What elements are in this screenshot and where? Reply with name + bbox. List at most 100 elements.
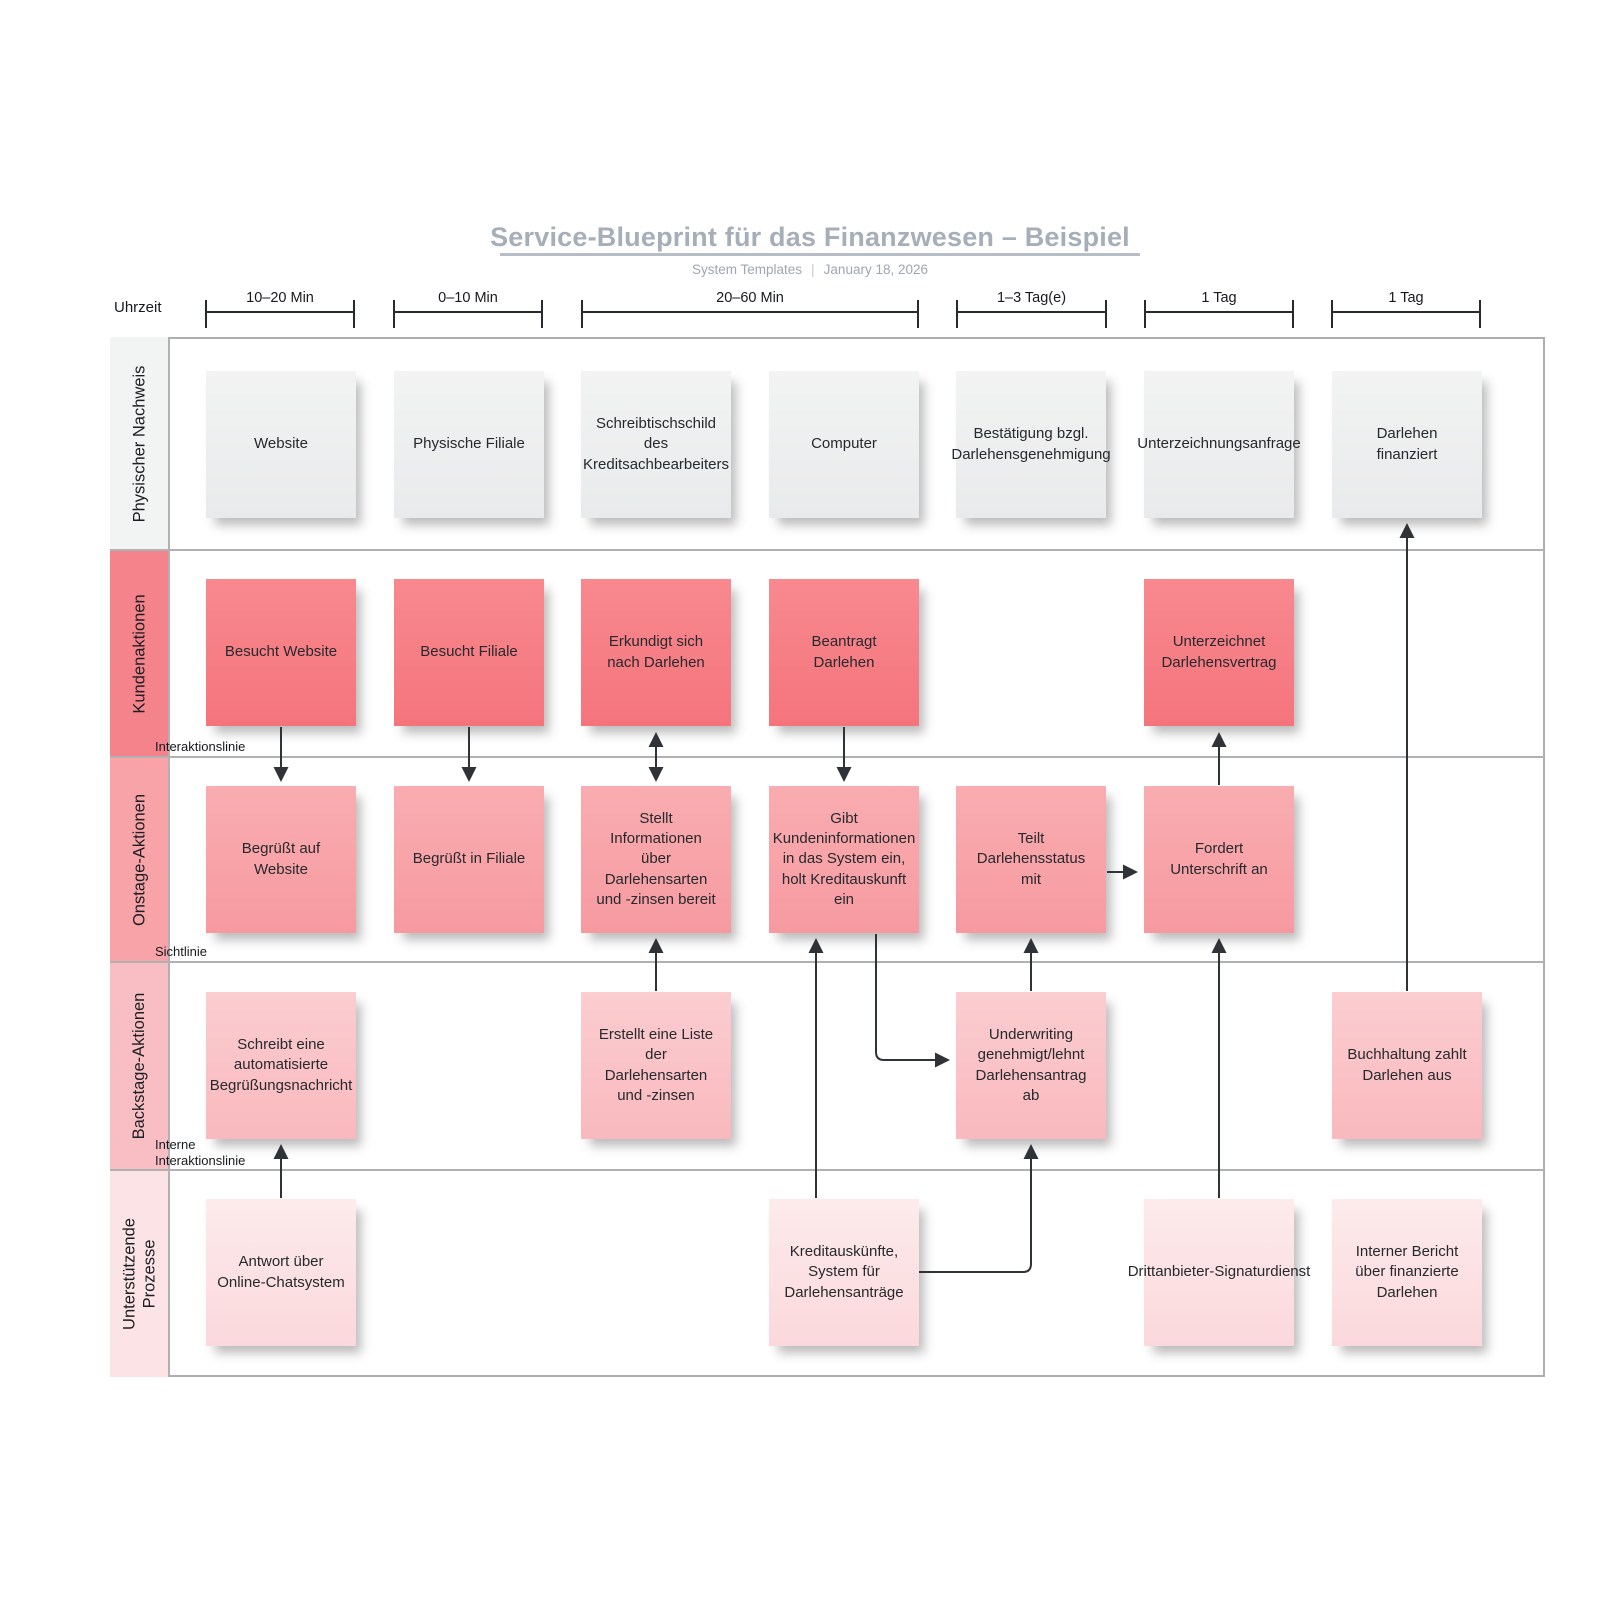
card-text: Schreibtischschild des Kreditsachbearbei… <box>583 414 729 473</box>
card-text: Underwriting genehmigt/lehnt Darlehensan… <box>975 1025 1087 1104</box>
card-darlehen-finanziert[interactable]: Darlehen finanziert <box>1332 371 1482 518</box>
lane-divider-interaction <box>110 549 1545 551</box>
card-fordert-unterschrift[interactable]: Fordert Unterschrift an <box>1144 786 1294 933</box>
card-text: Erkundigt sich nach Darlehen <box>607 633 705 671</box>
subtitle-date: January 18, 2026 <box>823 262 929 277</box>
lane-divider-visibility <box>110 756 1545 758</box>
card-text: Unterzeichnet Darlehensvertrag <box>1161 633 1277 671</box>
card-text: Computer <box>811 435 877 453</box>
bracket-line <box>1144 311 1294 313</box>
bracket-line <box>1331 311 1481 313</box>
bracket-tick <box>1144 300 1146 328</box>
lane-cell-onstage-actions <box>110 757 170 962</box>
visibility-line-label: Sichtlinie <box>155 944 208 959</box>
card-bestaetigung-darlehensgenehmigung[interactable]: Bestätigung bzgl. Darlehensgenehmigung <box>951 371 1111 518</box>
time-bracket-label: 1 Tag <box>1382 290 1430 306</box>
card-text: Stellt Informationen über Darlehensarten… <box>596 809 716 909</box>
card-antwort-chatsystem[interactable]: Antwort über Online-Chatsystem <box>206 1199 356 1346</box>
card-besucht-filiale[interactable]: Besucht Filiale <box>394 579 544 726</box>
bracket-tick <box>393 300 395 328</box>
page-subtitle: System Templates | January 18, 2026 <box>10 261 1600 277</box>
card-text: Drittanbieter-Signaturdienst <box>1127 1263 1311 1281</box>
lane-label-physical-evidence: Physischer Nachweis <box>130 365 149 522</box>
time-bracket-1-tag-b: 1 Tag <box>1331 290 1481 328</box>
card-website[interactable]: Website <box>206 371 356 518</box>
time-bracket-label: 20–60 Min <box>710 290 790 306</box>
time-bracket-1-3-tage: 1–3 Tag(e) <box>956 290 1107 328</box>
title-underline <box>500 253 1140 256</box>
card-text: Teilt Darlehensstatus mit <box>976 829 1086 888</box>
bracket-tick <box>581 300 583 328</box>
card-text: Kreditauskünfte, System für Darlehensant… <box>784 1242 904 1301</box>
time-bracket-label: 0–10 Min <box>432 290 504 306</box>
bracket-tick <box>917 300 919 328</box>
card-schreibt-begruessungsnachricht[interactable]: Schreibt eine automatisierte Begrüßungsn… <box>206 992 356 1139</box>
bracket-line <box>205 311 355 313</box>
lane-divider-backstage <box>110 961 1545 963</box>
card-erstellt-liste[interactable]: Erstellt eine Liste der Darlehensarten u… <box>581 992 731 1139</box>
bracket-tick <box>353 300 355 328</box>
card-begruesst-in-filiale[interactable]: Begrüßt in Filiale <box>394 786 544 933</box>
card-unterzeichnungsanfrage[interactable]: Unterzeichnungsanfrage <box>1137 371 1301 518</box>
card-text: Fordert Unterschrift an <box>1170 840 1268 878</box>
bracket-line <box>956 311 1107 313</box>
card-text: Unterzeichnungsanfrage <box>1137 435 1301 453</box>
time-bracket-1-tag-a: 1 Tag <box>1144 290 1294 328</box>
lane-cell-customer-actions <box>110 550 170 757</box>
bracket-tick <box>956 300 958 328</box>
card-interner-bericht[interactable]: Interner Bericht über finanzierte Darleh… <box>1332 1199 1482 1346</box>
card-computer[interactable]: Computer <box>769 371 919 518</box>
lane-cell-support-processes <box>110 1170 170 1377</box>
card-text: Interner Bericht über finanzierte Darleh… <box>1355 1242 1459 1301</box>
card-text: Erstellt eine Liste der Darlehensarten u… <box>598 1025 714 1104</box>
card-schreibtischschild[interactable]: Schreibtischschild des Kreditsachbearbei… <box>581 371 731 518</box>
card-unterzeichnet-darlehensvertrag[interactable]: Unterzeichnet Darlehensvertrag <box>1144 579 1294 726</box>
time-bracket-label: 1–3 Tag(e) <box>990 290 1073 306</box>
card-drittanbieter-signaturdienst[interactable]: Drittanbieter-Signaturdienst <box>1128 1199 1310 1346</box>
bracket-tick <box>541 300 543 328</box>
lane-label-support-processes: Unterstützende Prozesse <box>120 1217 158 1330</box>
card-text: Buchhaltung zahlt Darlehen aus <box>1347 1046 1467 1084</box>
time-bracket-0-10-min: 0–10 Min <box>393 290 543 328</box>
time-bracket-10-20-min: 10–20 Min <box>205 290 355 328</box>
lane-cell-backstage-actions <box>110 962 170 1170</box>
card-text: Besucht Website <box>224 643 338 661</box>
card-text: Beantragt Darlehen <box>811 633 877 671</box>
bracket-tick <box>1292 300 1294 328</box>
bracket-tick <box>1331 300 1333 328</box>
card-text: Website <box>254 435 308 453</box>
card-gibt-kundeninformationen[interactable]: Gibt Kundeninformationen in das System e… <box>769 786 919 933</box>
bracket-line <box>393 311 543 313</box>
time-bracket-label: 1 Tag <box>1195 290 1243 306</box>
time-bracket-20-60-min: 20–60 Min <box>581 290 919 328</box>
card-teilt-darlehensstatus[interactable]: Teilt Darlehensstatus mit <box>956 786 1106 933</box>
card-text: Antwort über Online-Chatsystem <box>217 1253 345 1291</box>
card-stellt-informationen[interactable]: Stellt Informationen über Darlehensarten… <box>581 786 731 933</box>
card-text: Darlehen finanziert <box>1376 425 1438 463</box>
card-underwriting[interactable]: Underwriting genehmigt/lehnt Darlehensan… <box>956 992 1106 1139</box>
lane-cell-physical-evidence <box>110 337 170 550</box>
card-physische-filiale[interactable]: Physische Filiale <box>394 371 544 518</box>
bracket-tick <box>1479 300 1481 328</box>
card-text: Bestätigung bzgl. Darlehensgenehmigung <box>951 425 1111 463</box>
lane-divider-internal <box>110 1169 1545 1171</box>
card-text: Begrüßt auf Website <box>241 840 321 878</box>
card-text: Gibt Kundeninformationen in das System e… <box>772 809 916 909</box>
internal-interaction-line-label: Interne Interaktionslinie <box>155 1137 246 1168</box>
bracket-tick <box>1105 300 1107 328</box>
subtitle-source: System Templates <box>691 262 803 277</box>
card-text: Begrüßt in Filiale <box>412 850 526 868</box>
card-text: Besucht Filiale <box>420 643 518 661</box>
time-axis-label: Uhrzeit <box>114 299 162 316</box>
card-besucht-website[interactable]: Besucht Website <box>206 579 356 726</box>
bracket-line <box>581 311 919 313</box>
bracket-tick <box>205 300 207 328</box>
card-kreditauskuenfte[interactable]: Kreditauskünfte, System für Darlehensant… <box>769 1199 919 1346</box>
card-beantragt-darlehen[interactable]: Beantragt Darlehen <box>769 579 919 726</box>
interaction-line-label: Interaktionslinie <box>155 739 246 754</box>
subtitle-separator: | <box>811 261 815 277</box>
card-erkundigt-nach-darlehen[interactable]: Erkundigt sich nach Darlehen <box>581 579 731 726</box>
card-buchhaltung-zahlt[interactable]: Buchhaltung zahlt Darlehen aus <box>1332 992 1482 1139</box>
time-bracket-label: 10–20 Min <box>240 290 320 306</box>
card-begruesst-auf-website[interactable]: Begrüßt auf Website <box>206 786 356 933</box>
